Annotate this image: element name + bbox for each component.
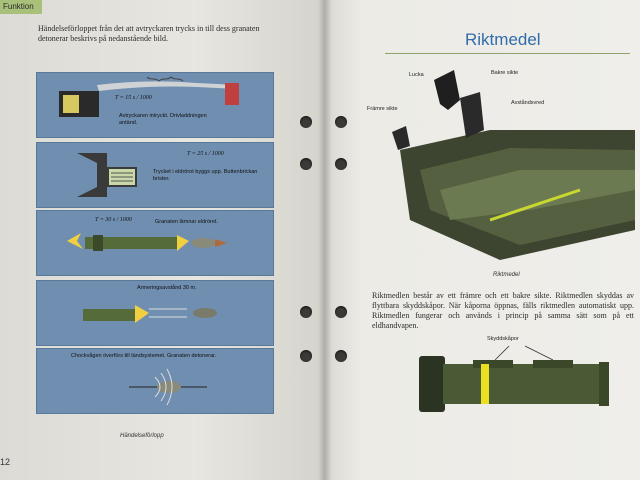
sequence-panel-2: T = 25 s / 1000 Trycket i eldrörot byggs… [36, 142, 274, 208]
sequence-panel-4: Armeringsavstånd 30 m. [36, 280, 274, 346]
equation: T = 25 s / 1000 [187, 151, 224, 157]
panel-caption: Trycket i eldrörot byggs upp. Buttenbric… [153, 169, 258, 182]
detonation-illustration [129, 368, 207, 406]
equation: T = 15 s / 1000 [115, 95, 152, 101]
figure-caption: Händelseförlopp [120, 433, 164, 439]
intro-text: Händelseförloppet från det att avtryckar… [38, 24, 260, 43]
panel-caption: Armeringsavstånd 30 m. [137, 285, 197, 291]
left-page: Funktion Händelseförloppet från det att … [0, 0, 325, 480]
projectile-exit-illustration [67, 233, 227, 251]
body-text: Riktmedlen består av ett främre och ett … [372, 291, 634, 330]
label-avstandsvred: Avståndsvred [511, 100, 545, 106]
book-gutter [318, 0, 332, 480]
binder-hole [300, 158, 312, 170]
sequence-panel-3: T = 30 s / 1000 Granaten lämnar eldröret… [36, 210, 274, 276]
binder-hole [335, 158, 347, 170]
arming-illustration [83, 305, 217, 323]
label-framre-sikte: Främre sikte [367, 106, 398, 112]
binder-hole [335, 350, 347, 362]
pressure-illustration [77, 153, 137, 197]
panel-caption: Avtryckaren intryckt. Drivladdningen ant… [119, 113, 207, 126]
label-bakre-sikte: Bakre sikte [491, 70, 519, 76]
launcher-tube-illustration [419, 345, 609, 412]
right-page: Riktmedel Lucka Bakre sikte Främre sikte… [325, 0, 640, 480]
section-title: Riktmedel [465, 30, 541, 49]
figure-caption: Riktmedel [493, 272, 520, 278]
section-tab: Funktion [0, 0, 42, 14]
binder-hole [300, 306, 312, 318]
binder-hole [300, 350, 312, 362]
panel-caption: Granaten lämnar eldröret. [155, 219, 218, 225]
page-number: 12 [0, 457, 11, 467]
title-rule [385, 53, 630, 54]
label-skyddskapor: Skyddskåpor [487, 336, 519, 342]
binder-hole [300, 116, 312, 128]
panel-caption: Chockvågen överförs till tändsystemet. G… [71, 353, 217, 359]
sequence-panel-1: T = 15 s / 1000 Avtryckaren intryckt. Dr… [36, 72, 274, 138]
equation: T = 30 s / 1000 [95, 217, 132, 223]
launch-trigger-illustration [59, 76, 239, 117]
sequence-panel-5: Chockvågen överförs till tändsystemet. G… [36, 348, 274, 414]
binder-hole [335, 306, 347, 318]
label-lucka: Lucka [409, 72, 424, 78]
binder-hole [335, 116, 347, 128]
sight-illustration [392, 70, 635, 260]
